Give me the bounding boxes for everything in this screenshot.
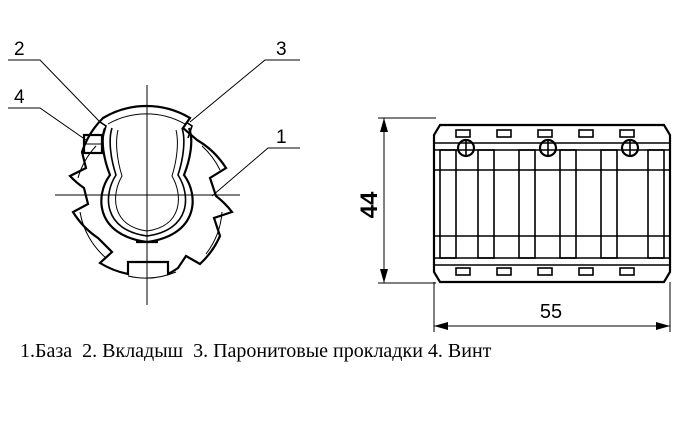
side-body-outline <box>432 123 672 284</box>
dim-44-arrow-bottom <box>380 269 388 283</box>
callout-2: 2 <box>14 39 25 60</box>
gasket-right <box>185 121 193 139</box>
dim-55-arrow-right <box>656 322 670 330</box>
dim-55-arrow-left <box>434 322 448 330</box>
dim-44-label: 44 <box>356 191 383 218</box>
parts-caption: 1.База 2. Вкладыш 3. Паронитовые проклад… <box>20 340 492 362</box>
insert-inner <box>115 129 179 232</box>
leader-line-4 <box>8 107 87 141</box>
gasket-left <box>99 121 107 141</box>
leader-line-3 <box>189 59 300 123</box>
front-view: 2 4 3 1 <box>8 39 300 305</box>
callout-3: 3 <box>276 39 287 60</box>
side-screws <box>456 138 640 158</box>
base-inner-outline <box>77 113 223 279</box>
side-view: 44 55 <box>356 117 672 332</box>
insert-middle <box>107 127 187 237</box>
dim-55-label: 55 <box>540 301 562 323</box>
top-slots <box>455 129 635 138</box>
leader-line-2 <box>8 59 101 123</box>
callout-1: 1 <box>276 127 287 148</box>
bottom-slots <box>455 267 635 276</box>
leader-line-1 <box>211 147 300 197</box>
dim-44-arrow-top <box>380 118 388 132</box>
base-body-outline <box>68 104 234 276</box>
callout-4: 4 <box>14 87 25 108</box>
side-ribs <box>439 149 665 259</box>
